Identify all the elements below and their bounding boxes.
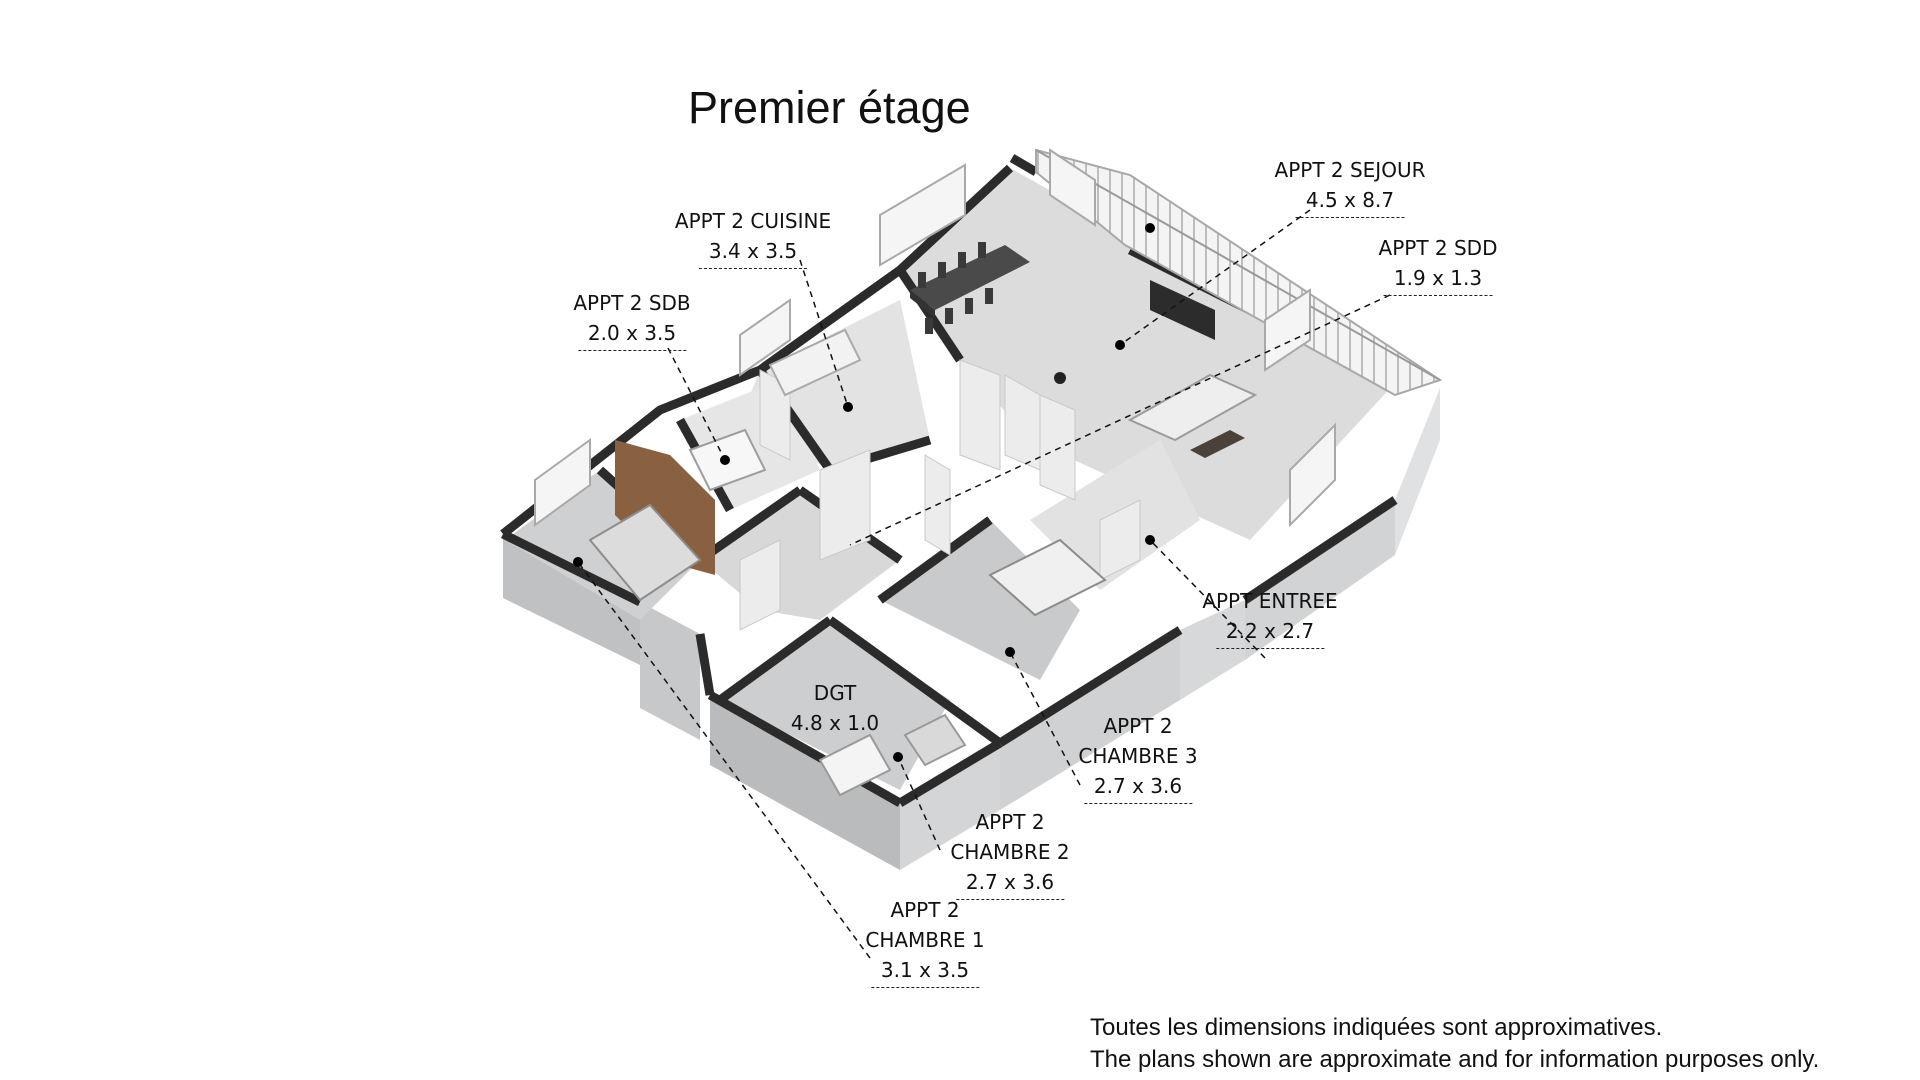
room-dims: 2.2 x 2.7 [1215,616,1325,649]
wardrobe [615,440,715,575]
windows [534,148,1336,528]
disclaimer: Toutes les dimensions indiquées sont app… [1090,1012,1819,1076]
coffee-table [1190,430,1245,458]
bunk-bed [988,538,1107,617]
room-name-line1: APPT 2 [890,898,960,922]
exterior-walls [503,388,1440,870]
dining-table-side [910,290,935,318]
interior-partitions [739,359,1141,631]
bed-chambre1 [588,503,702,602]
room-dims: 3.4 x 3.5 [698,236,808,269]
disclaimer-fr: Toutes les dimensions indiquées sont app… [1090,1014,1663,1041]
room-name: APPT 2 SDB [573,291,691,315]
room-name: APPT 2 CUISINE [674,209,832,233]
balcony-railing [1035,148,1443,397]
dining-table [910,245,1030,310]
label-dgt: DGT 4.8 x 1.0 [791,678,879,738]
sofa [1127,373,1258,442]
room-name-line1: APPT 2 [975,810,1045,834]
label-sdb: APPT 2 SDB 2.0 x 3.5 [573,288,691,351]
kitchen-counter [768,328,862,397]
room-name: DGT [813,681,857,705]
dining-chairs [918,242,993,334]
label-sejour: APPT 2 SEJOUR 4.5 x 8.7 [1274,155,1426,218]
piano [1150,280,1215,340]
room-dims: 3.1 x 3.5 [870,955,980,988]
baby-crib [818,733,892,797]
room-name-line1: APPT 2 [1103,714,1173,738]
room-dims: 4.8 x 1.0 [790,711,880,735]
armchair [903,713,967,767]
stove-pipe [1054,372,1066,384]
leader-lines [577,209,1391,959]
room-dims: 2.7 x 3.6 [955,867,1065,900]
room-name: APPT 2 SEJOUR [1274,158,1426,182]
label-chambre1: APPT 2 CHAMBRE 1 3.1 x 3.5 [865,895,985,988]
room-name-line2: CHAMBRE 2 [950,840,1070,864]
room-markers [573,223,1155,762]
room-dims: 1.9 x 1.3 [1383,263,1493,296]
room-dims: 4.5 x 8.7 [1295,185,1405,218]
room-name: APPT ENTREE [1202,589,1338,613]
room-name-line2: CHAMBRE 1 [865,928,985,952]
page-title: Premier étage [688,82,971,133]
label-chambre2: APPT 2 CHAMBRE 2 2.7 x 3.6 [950,807,1070,900]
disclaimer-en: The plans shown are approximate and for … [1090,1046,1820,1073]
label-cuisine: APPT 2 CUISINE 3.4 x 3.5 [675,206,831,269]
label-chambre3: APPT 2 CHAMBRE 3 2.7 x 3.6 [1078,711,1198,804]
label-sdd: APPT 2 SDD 1.9 x 1.3 [1378,233,1498,296]
room-dims: 2.0 x 3.5 [577,318,687,351]
room-dims: 2.7 x 3.6 [1083,771,1193,804]
furniture [588,242,1258,797]
room-name-line2: CHAMBRE 3 [1078,744,1198,768]
room-name: APPT 2 SDD [1378,236,1498,260]
label-entree: APPT ENTREE 2.2 x 2.7 [1202,586,1338,649]
